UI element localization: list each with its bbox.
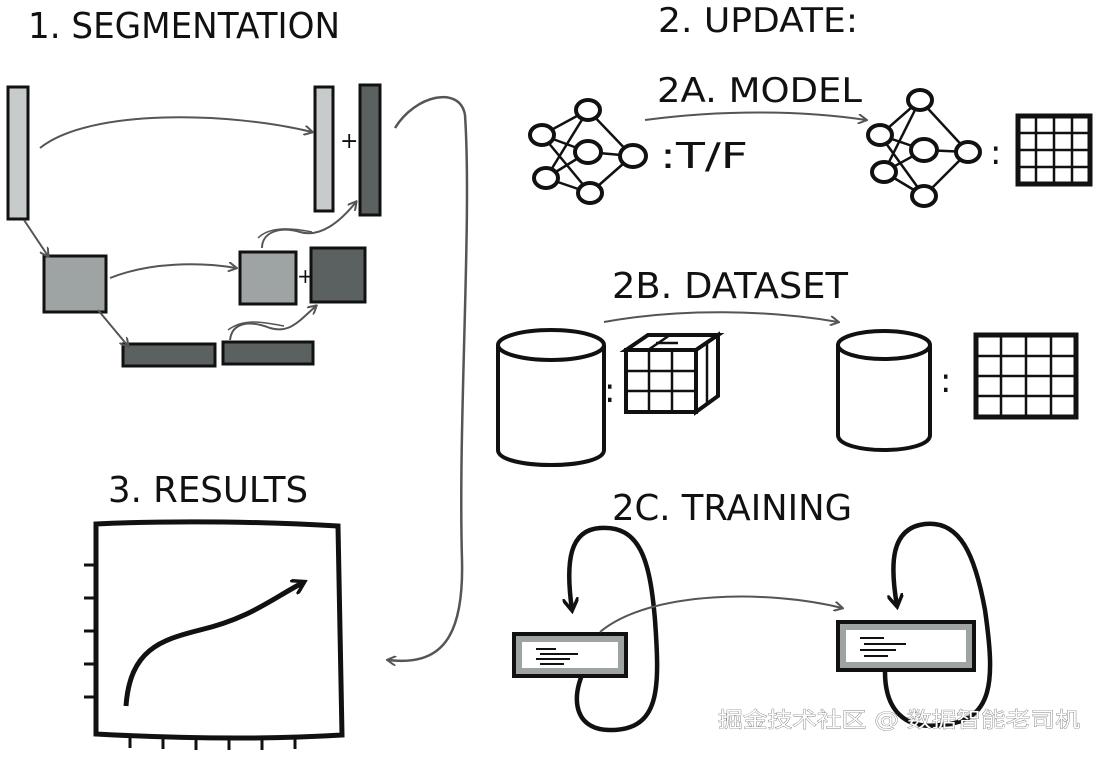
segmentation-mask-grid-icon [1015,113,1093,187]
loop-arrow-to-results [388,96,469,661]
training-update-arrow [599,595,842,633]
skip-arrow-mid [109,264,236,279]
dataset-colon-right: : [940,361,951,401]
database-cylinder-left-icon [496,328,606,467]
update-title: 2. UPDATE: [658,1,858,41]
neural-network-icon-right [866,88,982,208]
up-arrow-1 [229,306,316,341]
down-arrow-1 [23,219,48,256]
plus-sign-mid: + [297,264,314,288]
watermark-text: 掘金技术社区 @ 数据智能老司机 [718,708,1080,732]
dataset-colon-left: : [604,371,615,411]
decoder-top-dark [358,83,382,217]
dataset-title: 2B. DATASET [612,266,849,307]
encoder-block-2 [42,254,108,314]
model-update-arrow [644,111,866,121]
volume-cube-icon [619,331,725,416]
results-title: 3. RESULTS [108,470,308,511]
up-arrow-2 [261,202,356,249]
results-trend-curve [123,582,304,707]
database-cylinder-right-icon [836,329,932,452]
segmentation-title: 1. SEGMENTATION [28,6,340,47]
image-grid-icon [973,332,1079,420]
segmentation-section: 1. SEGMENTATION + + [6,6,382,368]
skip-arrow-top [39,116,312,149]
decoder-top-light [313,85,335,213]
update-section: 2. UPDATE: 2A. MODEL :T/F [496,1,1093,733]
encoder-block-1 [6,85,30,221]
model-target-colon: : [990,133,1001,173]
model-title: 2A. MODEL [657,71,862,111]
encoder-block-3 [121,342,217,368]
plus-sign-top: + [340,129,358,154]
training-loop-right [836,521,993,728]
down-arrow-2 [97,309,128,346]
decoder-mid-light [238,250,298,306]
results-plot-icon [84,519,345,750]
dataset-update-arrow [603,311,838,322]
training-loop-left [512,525,660,733]
model-label-true-false: :T/F [660,136,748,177]
bottleneck-block [221,340,315,366]
decoder-mid-dark [309,246,367,304]
results-section: 3. RESULTS [84,470,345,750]
neural-network-icon-left [528,98,648,205]
training-title: 2C. TRAINING [612,488,852,529]
